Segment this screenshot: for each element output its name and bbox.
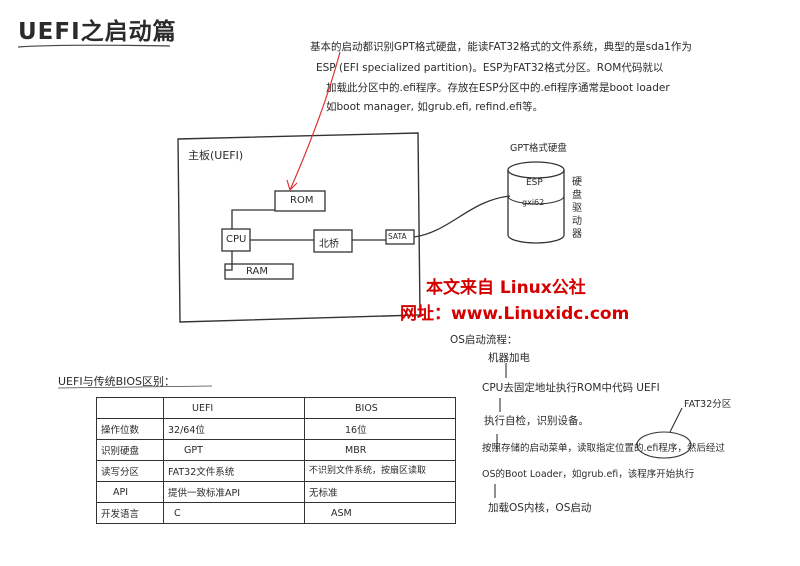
- boot-flow-step-6: 加载OS内核，OS启动: [488, 502, 592, 514]
- table-cell: C: [163, 502, 305, 524]
- boot-flow-annotation: FAT32分区: [684, 399, 732, 410]
- table-cell: 操作位数: [96, 418, 164, 440]
- table-cell: MBR: [304, 439, 456, 461]
- table-header-cell: UEFI: [163, 397, 305, 419]
- table-row: 操作位数 32/64位 16位: [96, 418, 456, 440]
- boot-flow-step-4: 按照存储的启动菜单，读取指定位置的.efi程序，然后经过: [482, 443, 725, 454]
- comparison-heading: UEFI与传统BIOS区别：: [58, 375, 176, 388]
- mainboard-box: [177, 132, 421, 323]
- table-cell: 读写分区: [96, 460, 164, 482]
- table-cell: 无标准: [304, 481, 456, 503]
- disk-side-label: 硬盘驱动器: [572, 177, 582, 240]
- table-cell: ASM: [304, 502, 456, 524]
- ram-box: [224, 263, 294, 280]
- disk-esp-line: [507, 195, 565, 205]
- table-cell: API: [96, 481, 164, 503]
- annotation-circle: [636, 431, 692, 459]
- watermark-line-2: 网址：www.Linuxidc.com: [400, 304, 630, 324]
- disk-caption: GPT格式硬盘: [510, 143, 567, 154]
- cpu-label: CPU: [226, 234, 247, 245]
- table-header-row: UEFI BIOS: [96, 397, 456, 419]
- boot-flow-step-5: OS的Boot Loader，如grub.efi，该程序开始执行: [482, 469, 695, 480]
- table-cell: GPT: [163, 439, 305, 461]
- note-line-3: 加载此分区中的.efi程序。存放在ESP分区中的.efi程序通常是boot lo…: [326, 82, 670, 94]
- northbridge-label: 北桥: [319, 239, 339, 250]
- boot-flow-step-2: CPU去固定地址执行ROM中代码 UEFI: [482, 382, 660, 394]
- table-row: API 提供一致标准API 无标准: [96, 481, 456, 503]
- boot-flow-step-3: 执行自检，识别设备。: [484, 415, 589, 427]
- note-line-2: ESP (EFI specialized partition)。ESP为FAT3…: [316, 62, 664, 74]
- mainboard-label: 主板(UEFI): [188, 149, 244, 162]
- table-cell: 识别硬盘: [96, 439, 164, 461]
- sata-cable: [413, 195, 511, 238]
- sata-label: SATA: [388, 232, 407, 241]
- red-arrow: [289, 51, 341, 191]
- table-cell: 16位: [304, 418, 456, 440]
- northbridge-box: [313, 229, 353, 253]
- table-header-cell: BIOS: [304, 397, 456, 419]
- comparison-table: UEFI BIOS 操作位数 32/64位 16位 识别硬盘 GPT MBR 读…: [96, 397, 456, 524]
- annotation-leader: [669, 407, 683, 433]
- bus-cpu-rom: [231, 209, 275, 229]
- disk-partition-label: gxi62: [522, 198, 545, 207]
- note-line-1: 基本的启动都识别GPT格式硬盘，能读FAT32格式的文件系统，典型的是sda1作…: [310, 41, 692, 53]
- boot-flow-step-1: 机器加电: [488, 352, 530, 364]
- page-title: UEFI之启动篇: [18, 19, 177, 45]
- note-line-4: 如boot manager, 如grub.efi, refind.efi等。: [326, 101, 544, 113]
- disk-esp-label: ESP: [526, 178, 543, 188]
- rom-label: ROM: [290, 195, 314, 206]
- table-cell: 提供一致标准API: [163, 481, 305, 503]
- disk-top: [507, 161, 565, 179]
- comparison-underline: [57, 385, 213, 389]
- table-cell: 不识别文件系统，按扇区读取: [304, 460, 456, 482]
- bus-cpu-ram: [225, 251, 233, 271]
- ram-label: RAM: [246, 266, 269, 277]
- table-row: 开发语言 C ASM: [96, 502, 456, 524]
- table-header-cell: [96, 397, 164, 419]
- table-cell: FAT32文件系统: [163, 460, 305, 482]
- table-row: 读写分区 FAT32文件系统 不识别文件系统，按扇区读取: [96, 460, 456, 482]
- boot-flow-heading: OS启动流程：: [450, 334, 518, 346]
- rom-box: [274, 190, 326, 212]
- table-row: 识别硬盘 GPT MBR: [96, 439, 456, 461]
- title-underline: [17, 44, 171, 48]
- watermark-line-1: 本文来自 Linux公社: [426, 278, 586, 298]
- disk-body: [507, 170, 565, 244]
- table-cell: 开发语言: [96, 502, 164, 524]
- red-arrowhead: [286, 179, 298, 191]
- table-cell: 32/64位: [163, 418, 305, 440]
